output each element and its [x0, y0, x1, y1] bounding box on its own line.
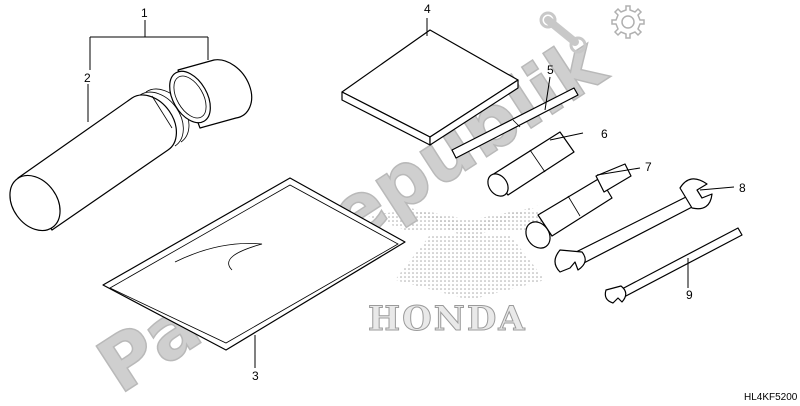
callout-5: 5: [547, 63, 554, 77]
callout-2: 2: [84, 71, 91, 85]
pin-spanner-part: [604, 227, 743, 304]
open-end-wrench-part: [554, 178, 713, 273]
leader-lines: [87, 18, 735, 368]
callout-1: 1: [141, 6, 148, 20]
wrench-watermark-icon: [539, 11, 587, 54]
callout-3: 3: [252, 369, 259, 383]
callout-6: 6: [601, 127, 608, 141]
tube-cap-part: [169, 59, 253, 129]
tool-tube-part: [9, 88, 190, 232]
screwdriver-blade-part: [451, 87, 579, 159]
callout-4: 4: [424, 2, 431, 16]
callout-7: 7: [645, 160, 652, 174]
honda-wing-logo: [365, 205, 575, 300]
tool-bag-part: [102, 177, 406, 351]
gear-icon: [611, 5, 645, 39]
callout-9: 9: [686, 288, 693, 302]
callout-8: 8: [739, 181, 746, 195]
honda-brand-text: HONDA: [368, 299, 527, 339]
screwdriver-handle-part: [487, 131, 575, 197]
diagram-code: HL4KF5200: [744, 392, 798, 403]
owners-manual-part: [341, 29, 519, 146]
